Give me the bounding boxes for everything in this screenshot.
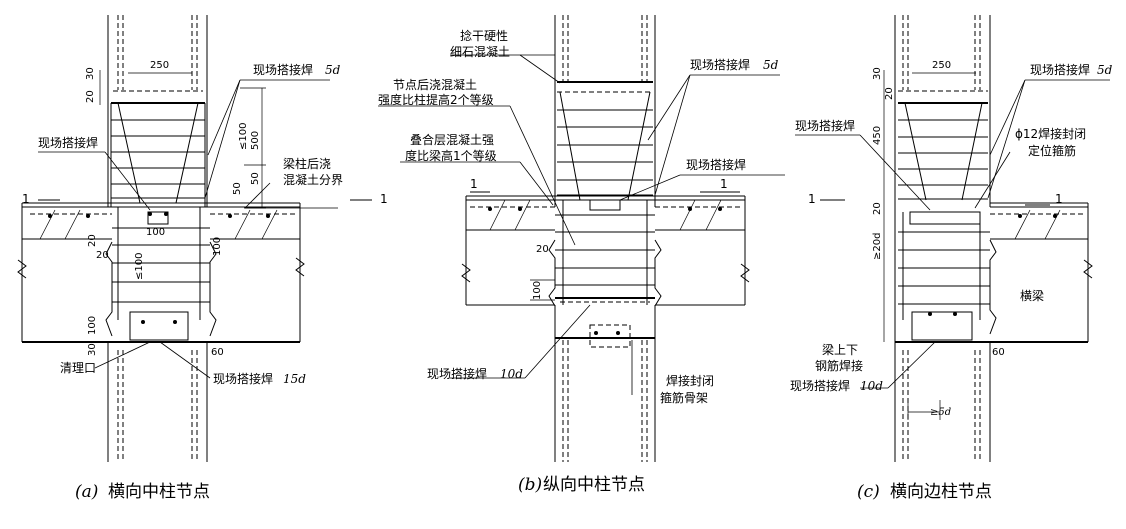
panel-a-weld-15d-label: 现场搭接焊	[213, 371, 273, 386]
panel-a-boundary-line1: 梁柱后浇	[283, 156, 331, 171]
panel-c-section-mark-left: 1	[808, 192, 816, 206]
panel-a-weld-15d-length: 15d	[283, 372, 306, 386]
panel-c-upper-column	[894, 15, 991, 207]
panel-a-dim-20-slab: 20	[87, 234, 98, 247]
panel-c-weld-10d-length: 10d	[860, 379, 883, 393]
panel-b-composite-line1: 叠合层混凝土强	[410, 132, 494, 147]
panel-a-dim-20: 20	[85, 90, 96, 103]
panel-a-section-mark-right: 1	[380, 192, 388, 206]
panel-c-dim-20d: ≥20d	[872, 233, 883, 260]
panel-c-weld-10d-label: 现场搭接焊	[790, 378, 850, 393]
panel-b-section-mark-right: 1	[720, 177, 728, 191]
panel-a-caption-letter: (a)	[75, 482, 98, 502]
panel-c-dim-60: 60	[992, 347, 1005, 358]
panel-a-dim-100-mid: 100	[146, 227, 165, 238]
panel-c-beam-slab	[990, 202, 1093, 343]
panel-a-dim-100-bottom: 100	[87, 316, 98, 335]
panel-a-cleanout-label: 清理口	[60, 361, 96, 375]
panel-c-beam-label: 横梁	[1020, 288, 1044, 303]
panel-b-upper-column	[554, 15, 656, 207]
panel-a-dim-500: 500	[250, 131, 261, 150]
panel-a-column-joint-transverse-middle: 250 30 20 ≤100 500 50 50	[17, 15, 388, 502]
panel-b-node-concrete-line2: 强度比柱提高2个等级	[378, 92, 494, 107]
panel-c-lower-column	[894, 341, 1088, 462]
panel-c-dim-250: 250	[932, 60, 951, 71]
panel-a-joint-core	[105, 207, 217, 341]
panel-b-column-joint-longitudinal-middle: 20 100 捻干硬性 细石混凝土 节点后浇混凝土 强度比柱提高2个等级 叠合层…	[378, 15, 785, 495]
panel-b-dry-concrete-line1: 捻干硬性	[460, 29, 508, 43]
panel-a-dim-60: 60	[211, 347, 224, 358]
panel-a-section-mark-left: 1	[22, 192, 30, 206]
panel-c-stirrup-line1: ɸ12焊接封闭	[1015, 126, 1086, 141]
panel-a-weld-mid-label: 现场搭接焊	[38, 135, 98, 150]
panel-a-upper-column	[107, 15, 208, 207]
panel-b-closed-stirrup-line1: 焊接封闭	[666, 373, 714, 388]
panel-a-lower-column	[22, 341, 300, 462]
panel-b-weld-mid-label: 现场搭接焊	[686, 157, 746, 172]
panel-c-dim-5d: ≥5d	[930, 407, 951, 418]
panel-c-dim-450: 450	[872, 126, 883, 145]
panel-b-section-mark-left: 1	[470, 177, 478, 191]
panel-b-lower-column	[554, 305, 656, 462]
panel-a-boundary-line2: 混凝土分界	[283, 172, 343, 187]
panel-a-dim-30-bottom: 30	[87, 343, 98, 356]
panel-c-bottom-line2: 钢筋焊接	[815, 358, 863, 373]
panel-c-weld-left-label: 现场搭接焊	[795, 118, 855, 133]
panel-a-dim-100-right: 100	[212, 237, 223, 256]
panel-a-dim-20-left: 20	[96, 250, 109, 261]
panel-b-node-concrete-line1: 节点后浇混凝土	[393, 77, 477, 92]
panel-b-closed-stirrup-line2: 箍筋骨架	[660, 390, 708, 405]
panel-c-joint-core	[894, 207, 997, 342]
panel-c-section-mark-right: 1	[1055, 192, 1063, 206]
panel-b-caption: 纵向中柱节点	[543, 475, 645, 495]
panel-c-dim-30: 30	[872, 67, 883, 80]
panel-a-dim-100-lower: ≤100	[134, 253, 145, 280]
panel-a-dim-30: 30	[85, 67, 96, 80]
panel-a-weld-5d-label: 现场搭接焊	[253, 62, 313, 77]
panel-b-weld-10d-length: 10d	[500, 367, 523, 381]
panel-a-caption: 横向中柱节点	[108, 482, 210, 502]
panel-b-weld-5d-length: 5d	[763, 58, 779, 72]
panel-c-caption: 横向边柱节点	[890, 482, 992, 502]
panel-c-bottom-line1: 梁上下	[822, 342, 858, 357]
panel-a-dim-100-top: ≤100	[238, 123, 249, 150]
panel-c-dim-20: 20	[884, 87, 895, 100]
panel-b-joint-core	[548, 199, 662, 307]
panel-a-dim-250: 250	[150, 60, 169, 71]
panel-b-dim-100: 100	[532, 281, 543, 300]
panel-c-column-joint-transverse-edge: 250 30 20 450 20	[790, 15, 1113, 502]
panel-b-caption-letter: (b)	[518, 475, 542, 495]
panel-b-weld-5d-label: 现场搭接焊	[690, 57, 750, 72]
panel-a-weld-5d-length: 5d	[325, 63, 341, 77]
panel-a-dim-50b: 50	[250, 172, 261, 185]
panel-c-weld-5d-label: 现场搭接焊	[1030, 62, 1090, 77]
panel-c-caption-letter: (c)	[857, 482, 880, 502]
panel-a-dim-50a: 50	[232, 182, 243, 195]
panel-b-weld-10d-label: 现场搭接焊	[427, 366, 487, 381]
panel-c-dim-20-mid: 20	[872, 202, 883, 215]
panel-b-dim-20: 20	[536, 244, 549, 255]
panel-b-composite-line2: 度比梁高1个等级	[405, 148, 497, 163]
panel-c-stirrup-line2: 定位箍筋	[1028, 143, 1076, 158]
panel-b-dry-concrete-line2: 细石混凝土	[450, 44, 510, 59]
panel-c-weld-5d-length: 5d	[1097, 63, 1113, 77]
